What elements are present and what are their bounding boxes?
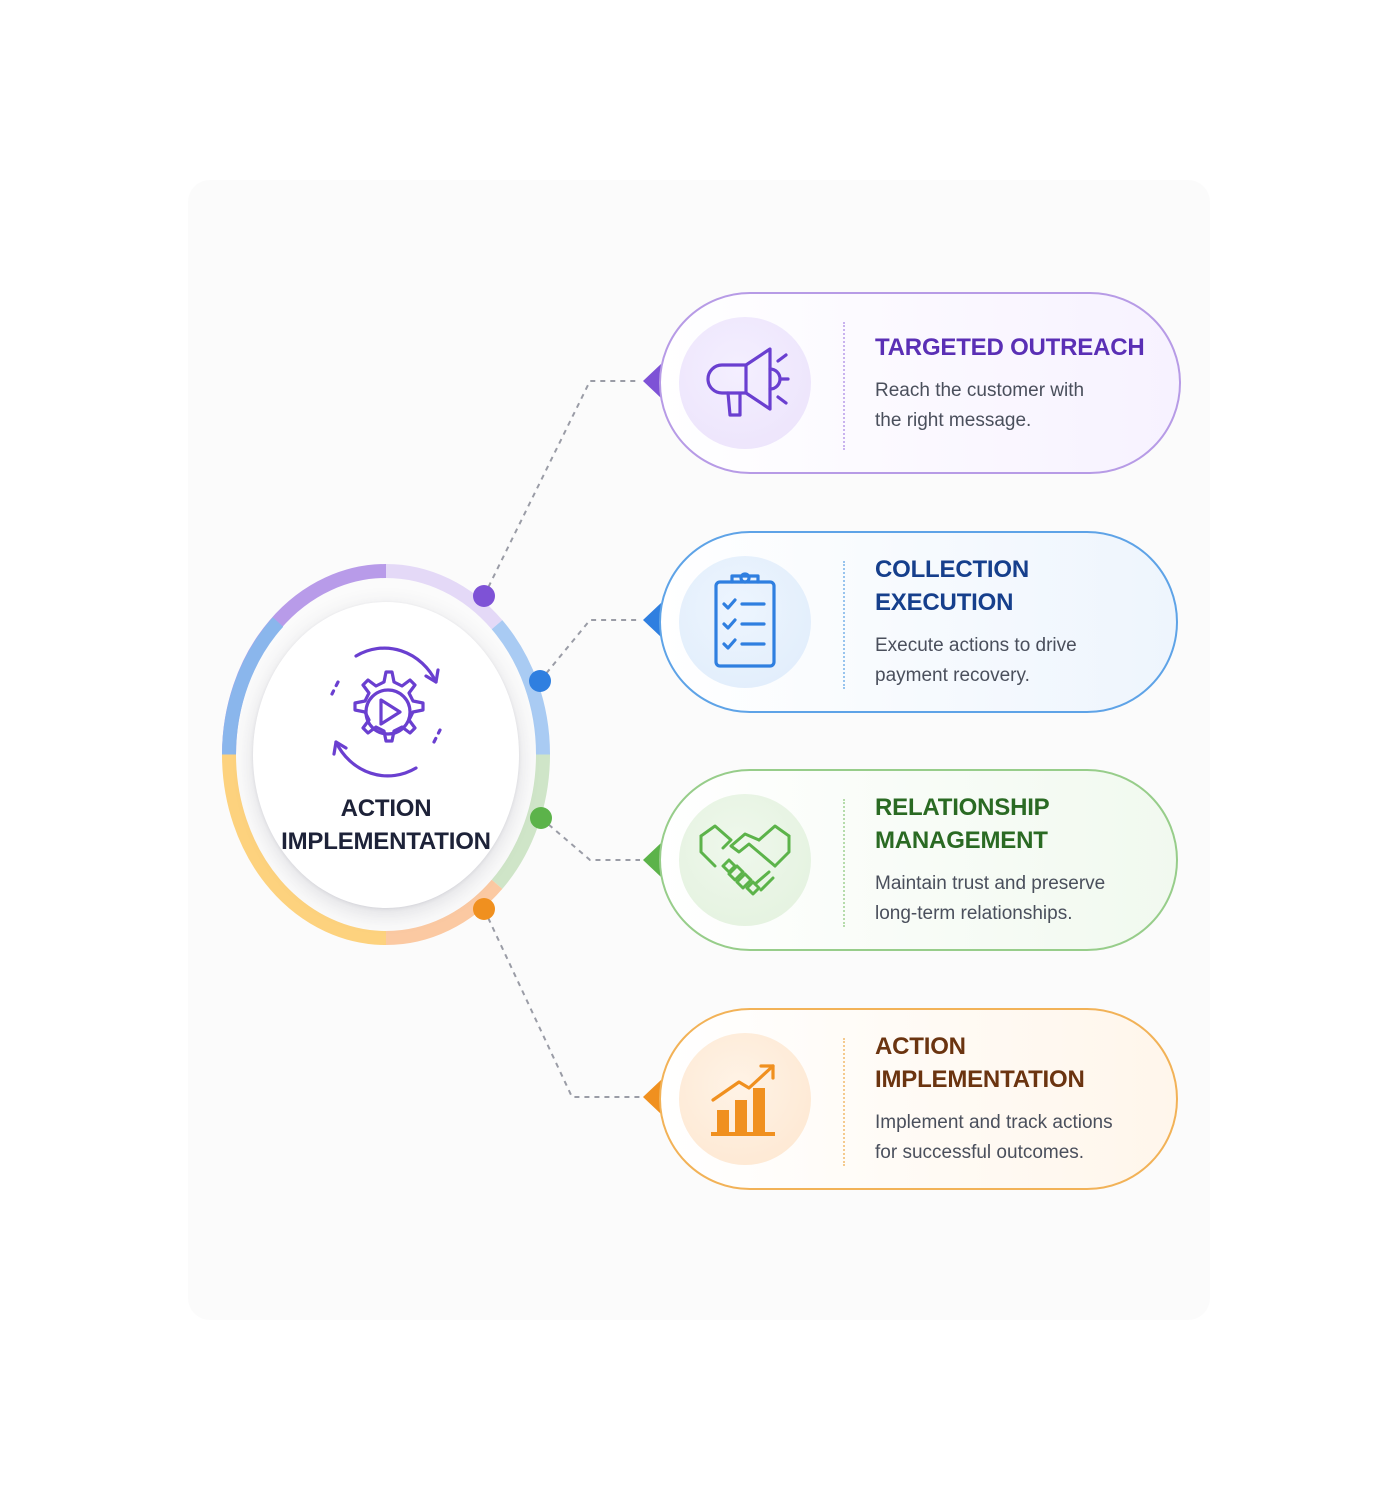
card-icon-circle	[679, 1033, 811, 1165]
card-description: Implement and track actions for successf…	[875, 1112, 1113, 1163]
connector-line-implementation	[483, 908, 640, 1098]
card-collection-execution: COLLECTION EXECUTION Execute actions to …	[659, 531, 1178, 713]
card-text: TARGETED OUTREACH Reach the customer wit…	[875, 294, 1149, 472]
clipboard-checklist-icon	[714, 572, 776, 668]
hub-ring	[222, 564, 552, 945]
ring-dot-orange	[473, 898, 495, 920]
ring-segment-yellow	[222, 754, 387, 945]
connector-line-relationship	[540, 817, 640, 861]
ring-dot-blue	[529, 670, 551, 692]
card-title: TARGETED OUTREACH	[875, 333, 1145, 361]
card-pointer-outreach	[643, 364, 661, 398]
connector-line-outreach	[483, 380, 640, 597]
card-targeted-outreach: TARGETED OUTREACH Reach the customer wit…	[659, 292, 1181, 474]
card-description: Execute actions to drive payment recover…	[875, 635, 1077, 686]
ring-segment-lightgreen	[491, 754, 550, 889]
card-divider	[843, 561, 845, 689]
ring-dot-green	[530, 807, 552, 829]
connector-line-collection	[539, 619, 640, 682]
card-pointer-relationship	[643, 843, 661, 877]
hub-circle	[253, 602, 519, 908]
card-description: Maintain trust and preserve long-term re…	[875, 873, 1106, 924]
card-pointer-collection	[643, 603, 661, 637]
card-relationship-management: RELATIONSHIP MANAGEMENT Maintain trust a…	[659, 769, 1178, 951]
card-icon-circle	[679, 794, 811, 926]
card-divider	[843, 1038, 845, 1166]
ring-segment-blue	[222, 617, 284, 755]
hub-title: ACTION IMPLEMENTATION	[281, 795, 491, 855]
card-pointer-implementation	[643, 1080, 661, 1114]
card-icon-circle	[679, 556, 811, 688]
ring-segment-peach	[385, 879, 503, 945]
card-divider	[843, 322, 845, 450]
megaphone-icon	[706, 347, 790, 417]
ring-dot-purple	[473, 585, 495, 607]
card-text: ACTION IMPLEMENTATION Implement and trac…	[875, 1010, 1146, 1188]
growth-chart-icon	[711, 1064, 775, 1136]
card-title: ACTION IMPLEMENTATION	[875, 1033, 1085, 1093]
ring-segment-lavender	[385, 564, 503, 630]
card-text: COLLECTION EXECUTION Execute actions to …	[875, 533, 1146, 711]
card-title: COLLECTION EXECUTION	[875, 556, 1029, 616]
card-text: RELATIONSHIP MANAGEMENT Maintain trust a…	[875, 771, 1146, 949]
card-divider	[843, 799, 845, 927]
handshake-icon	[699, 824, 791, 896]
card-description: Reach the customer with the right messag…	[875, 379, 1085, 431]
card-icon-circle	[679, 317, 811, 449]
card-title: RELATIONSHIP MANAGEMENT	[875, 794, 1050, 854]
card-action-implementation: ACTION IMPLEMENTATION Implement and trac…	[659, 1008, 1178, 1190]
gear-play-cycle-icon	[330, 646, 442, 778]
